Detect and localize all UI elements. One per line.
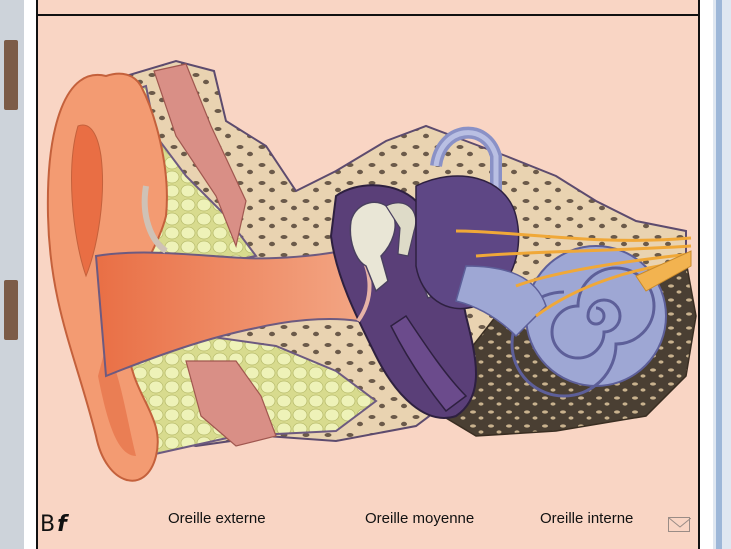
left-window-strip <box>0 0 24 549</box>
right-scrollbar[interactable] <box>713 0 731 549</box>
scrollbar-track[interactable] <box>716 0 722 549</box>
label-inner-ear: Oreille interne <box>540 510 633 527</box>
label-outer-ear: Oreille externe <box>168 510 266 527</box>
ear-anatomy-diagram <box>36 16 700 506</box>
brand-logo: Bf <box>40 512 67 537</box>
label-middle-ear: Oreille moyenne <box>365 510 474 527</box>
left-strip-chip <box>4 280 18 340</box>
mail-icon[interactable] <box>668 517 690 532</box>
left-strip-chip <box>4 40 18 110</box>
